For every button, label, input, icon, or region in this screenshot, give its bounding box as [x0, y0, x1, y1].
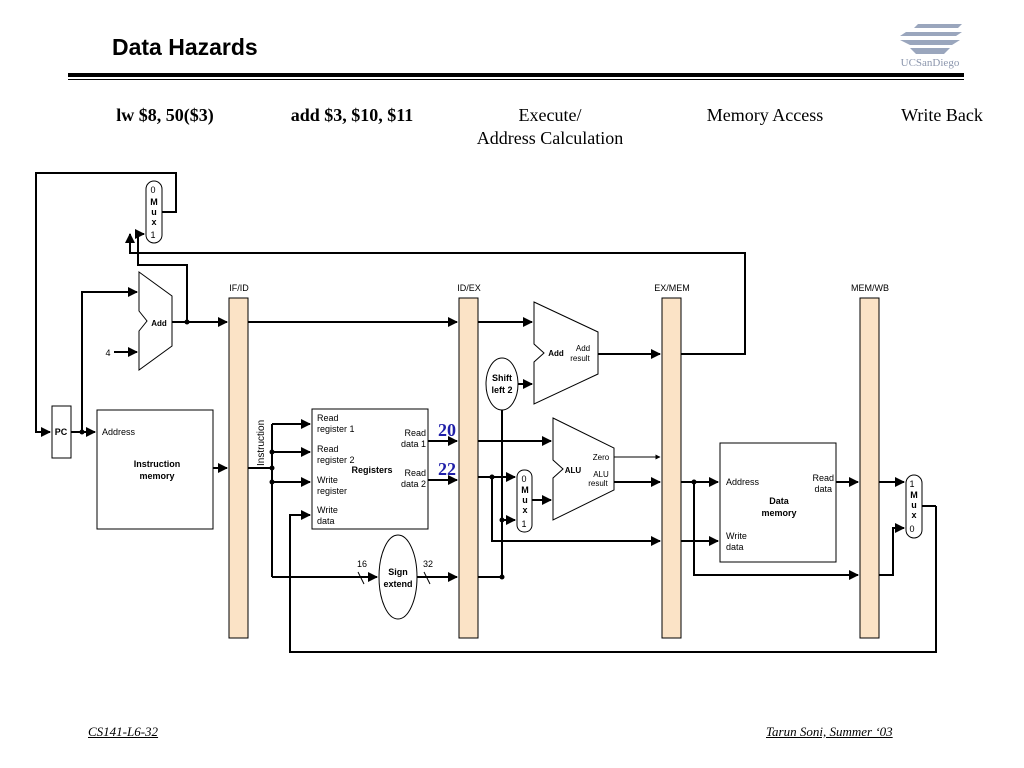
dmem-read-b: data	[814, 484, 832, 494]
pipeline-register-if-id	[228, 297, 249, 639]
label-ex-mem: EX/MEM	[654, 283, 690, 293]
reg-write-b: register	[317, 486, 347, 496]
stage-4-label: Memory Access	[706, 105, 824, 125]
mux-top-x: x	[151, 217, 156, 227]
mux-wb-x: x	[911, 510, 916, 520]
shift-left-2-unit	[485, 357, 519, 411]
mux-top-0: 0	[150, 185, 155, 195]
mux-alu-u: u	[522, 495, 528, 505]
mux-alu-0: 0	[521, 474, 526, 484]
dmem-read-a: Read	[812, 473, 834, 483]
constant-four: 4	[105, 348, 110, 358]
bits-16-label: 16	[357, 559, 367, 569]
datapath-wires	[35, 172, 937, 653]
alu-result-a: ALU	[593, 470, 609, 479]
instruction-memory	[96, 409, 214, 530]
reg-rdata2-a: Read	[404, 468, 426, 478]
footer-course-code: CS141-L6-32	[88, 724, 159, 739]
register-file	[311, 408, 429, 530]
reg-rdata2-b: data 2	[401, 479, 426, 489]
sign-extend-b: extend	[383, 579, 412, 589]
title-rule-thin	[68, 79, 964, 80]
bits-32-label: 32	[423, 559, 433, 569]
reg-wdata-b: data	[317, 516, 335, 526]
label-mem-wb: MEM/WB	[851, 283, 889, 293]
mux-top-m: M	[150, 197, 158, 207]
mux-wb-1: 1	[909, 479, 914, 489]
alu-zero-label: Zero	[593, 453, 610, 462]
mux-top-u: u	[151, 207, 157, 217]
stage-3-label: Execute/ Address Calculation	[450, 104, 650, 150]
dmem-label-line1: Data	[769, 496, 790, 506]
adder-branch-target	[533, 301, 599, 405]
stage-2-label: add $3, $10, $11	[290, 105, 414, 125]
mux-wb-u: u	[911, 500, 917, 510]
stage-3-line1: Execute/	[518, 105, 582, 125]
title-rule-thick	[68, 73, 964, 77]
stage-1-label: lw $8, 50($3)	[116, 105, 214, 125]
instruction-bus-label: Instruction	[256, 420, 267, 466]
mux-wb-m: M	[910, 490, 918, 500]
reg-wdata-a: Write	[317, 505, 338, 515]
pc-label: PC	[55, 427, 68, 437]
add-result-b: result	[570, 354, 590, 363]
alu-result-b: result	[588, 479, 608, 488]
alu	[552, 417, 615, 521]
reg-rdata1-a: Read	[404, 428, 426, 438]
label-if-id: IF/ID	[229, 283, 249, 293]
reg-rdata1-b: data 1	[401, 439, 426, 449]
dmem-wdata-b: data	[726, 542, 744, 552]
shift-label-b: left 2	[491, 385, 512, 395]
label-id-ex: ID/EX	[457, 283, 481, 293]
pipeline-register-ex-mem	[661, 297, 682, 639]
shift-label-a: Shift	[492, 373, 512, 383]
reg-read2-b: register 2	[317, 455, 355, 465]
adder-pc-label: Add	[151, 319, 167, 328]
stage-5-label: Write Back	[901, 105, 983, 125]
mux-alu-1: 1	[521, 519, 526, 529]
imem-address-label: Address	[102, 427, 136, 437]
dmem-wdata-a: Write	[726, 531, 747, 541]
sign-extend-unit	[378, 534, 418, 620]
data-memory	[719, 442, 837, 563]
page-title: Data Hazards	[112, 34, 258, 60]
reg-write-a: Write	[317, 475, 338, 485]
mux-alu-m: M	[521, 485, 529, 495]
dmem-label-line2: memory	[761, 508, 796, 518]
adder-branch-label: Add	[548, 349, 564, 358]
alu-label: ALU	[565, 466, 582, 475]
adder-pc-plus-4	[138, 271, 173, 371]
imem-label-line1: Instruction	[134, 459, 181, 469]
pipeline-register-mem-wb	[859, 297, 880, 639]
dmem-address-label: Address	[726, 477, 760, 487]
stage-3-line2: Address Calculation	[476, 128, 624, 148]
reg-read1-a: Read	[317, 413, 339, 423]
mux-wb-0: 0	[909, 524, 914, 534]
sign-extend-a: Sign	[388, 567, 408, 577]
pipeline-register-id-ex	[458, 297, 479, 639]
mux-alu-x: x	[522, 505, 527, 515]
footer-author: Tarun Soni, Summer ‘03	[766, 724, 893, 739]
imem-label-line2: memory	[139, 471, 174, 481]
registers-label: Registers	[351, 465, 392, 475]
reg-read1-b: register 1	[317, 424, 355, 434]
hazard-value-22: 22	[438, 459, 456, 479]
mux-top-1: 1	[150, 230, 155, 240]
add-result-a: Add	[576, 344, 590, 353]
hazard-value-20: 20	[438, 420, 456, 440]
reg-read2-a: Read	[317, 444, 339, 454]
